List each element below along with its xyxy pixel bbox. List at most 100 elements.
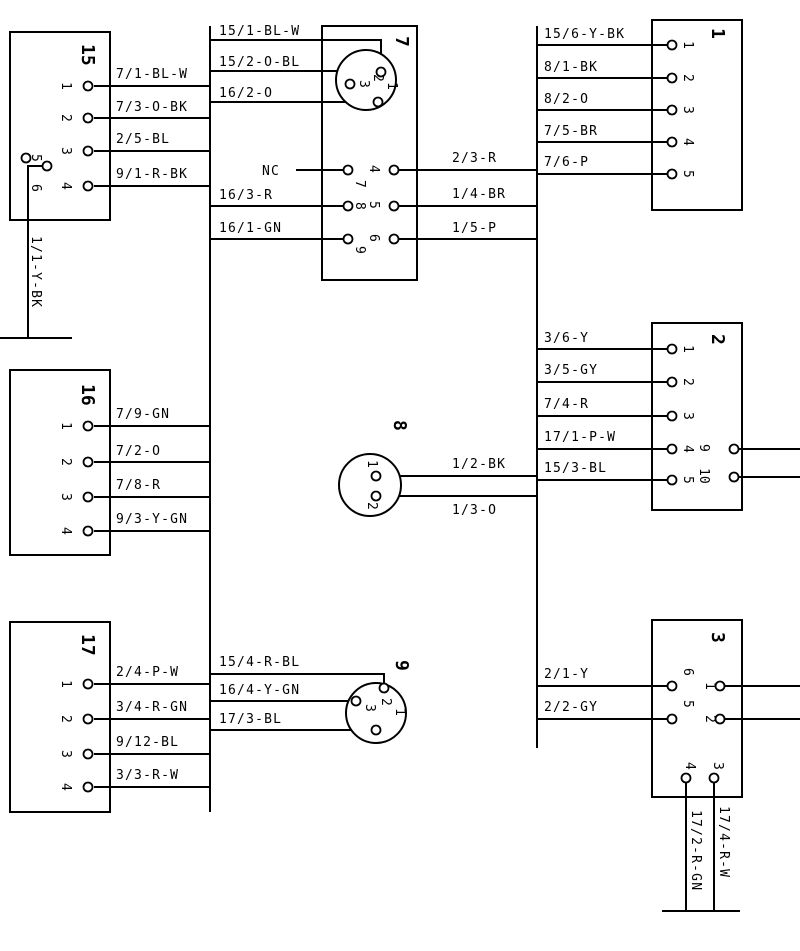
pin-label: 2 <box>58 114 73 122</box>
wire-line <box>210 673 385 684</box>
terminal <box>666 39 678 51</box>
wire-label: 7/3-O-BK <box>116 100 188 115</box>
pin-label: 2 <box>58 458 73 466</box>
nc-label: NC <box>262 164 280 179</box>
connector-15-box <box>9 31 111 221</box>
wire-lines <box>0 39 800 912</box>
wire-label: 2/5-BL <box>116 132 170 147</box>
terminal <box>82 456 94 468</box>
pin-label: 3 <box>58 750 73 758</box>
wire-label: 3/5-GY <box>544 363 598 378</box>
terminal <box>714 713 726 725</box>
wire-label: 17/2-R-GN <box>688 810 703 891</box>
wire-label: 16/3-R <box>219 188 273 203</box>
pin-label: 4 <box>366 165 381 173</box>
pin-label: 2 <box>378 698 393 706</box>
terminals <box>20 39 740 793</box>
connector-2-label: 2 <box>707 334 728 345</box>
pin-label: 2 <box>702 715 717 723</box>
pin-label: 1 <box>680 345 695 353</box>
wire-label: 8/2-O <box>544 92 589 107</box>
terminal <box>82 713 94 725</box>
pin-label: 2 <box>364 502 379 510</box>
pin-label: 3 <box>58 493 73 501</box>
pin-label: 5 <box>680 700 695 708</box>
terminal <box>666 104 678 116</box>
terminal <box>344 78 356 90</box>
terminal <box>82 748 94 760</box>
pin-label: 3 <box>710 762 725 770</box>
terminal <box>666 136 678 148</box>
pin-label: 2 <box>58 715 73 723</box>
terminal <box>82 491 94 503</box>
wire-label: 15/4-R-BL <box>219 655 300 670</box>
terminal <box>82 525 94 537</box>
pin-label: 2 <box>370 74 385 82</box>
connector-7-plug <box>335 49 397 111</box>
pin-label: 3 <box>680 412 695 420</box>
terminal <box>82 180 94 192</box>
terminal <box>714 680 726 692</box>
pin-label: 1 <box>58 680 73 688</box>
wire-label: 2/3-R <box>452 151 497 166</box>
pin-label: 6 <box>366 234 381 242</box>
wire-label: 17/4-R-W <box>716 806 731 878</box>
wire-label: 2/1-Y <box>544 667 589 682</box>
terminal <box>388 233 400 245</box>
wire-label: 2/4-P-W <box>116 665 179 680</box>
pin-label: 3 <box>362 704 377 712</box>
terminal <box>378 682 390 694</box>
wire-label: 15/3-BL <box>544 461 607 476</box>
pin-label: 1 <box>392 708 407 716</box>
pin-label: 10 <box>696 468 711 484</box>
terminal <box>342 200 354 212</box>
pin-numbers: 1 2 3 4 5 6 1 2 3 4 5 6 7 8 9 1 2 3 4 5 … <box>28 41 725 791</box>
terminal <box>666 474 678 486</box>
connector-numbers: 15 16 17 7 8 9 1 2 3 <box>77 28 728 671</box>
terminal <box>375 66 387 78</box>
pin-label: 4 <box>58 783 73 791</box>
terminal <box>666 443 678 455</box>
wire-label: 15/1-BL-W <box>219 24 300 39</box>
wire-label: 15/2-O-BL <box>219 55 300 70</box>
connector-16-label: 16 <box>77 384 98 406</box>
pin-label: 5 <box>680 170 695 178</box>
wire-label: 8/1-BK <box>544 60 598 75</box>
pin-label: 1 <box>58 422 73 430</box>
terminal <box>82 145 94 157</box>
connector-9-plug <box>345 682 407 744</box>
terminal <box>666 72 678 84</box>
wire-label: 7/9-GN <box>116 407 170 422</box>
wire-label: 17/1-P-W <box>544 430 616 445</box>
pin-label: 4 <box>682 762 697 770</box>
connector-3-box <box>651 619 743 798</box>
wire-label: 3/3-R-W <box>116 768 179 783</box>
pin-label: 1 <box>702 682 717 690</box>
wire-label: 2/2-GY <box>544 700 598 715</box>
connector-17-label: 17 <box>77 634 98 656</box>
pin-label: 6 <box>28 184 43 192</box>
pin-label: 1 <box>384 82 399 90</box>
wire-labels: 15/1-BL-W 15/2-O-BL 16/2-O NC 16/3-R 16/… <box>28 24 731 891</box>
terminal <box>82 80 94 92</box>
wire-label: 7/4-R <box>544 397 589 412</box>
connector-1-box <box>651 19 743 211</box>
terminal <box>388 200 400 212</box>
pin-label: 3 <box>58 147 73 155</box>
terminal <box>388 164 400 176</box>
connector-17-box <box>9 621 111 813</box>
wire-label: 7/8-R <box>116 478 161 493</box>
pin-label: 4 <box>58 527 73 535</box>
pin-label: 9 <box>352 246 367 254</box>
pin-label: 9 <box>696 444 711 452</box>
wire-label: 1/1-Y-BK <box>28 236 43 308</box>
wire-label: 16/2-O <box>219 86 273 101</box>
wire-label: 3/6-Y <box>544 331 589 346</box>
wire-label: 7/1-BL-W <box>116 67 188 82</box>
connector-3-label: 3 <box>707 632 728 643</box>
wire-label: 16/1-GN <box>219 221 282 236</box>
pin-label: 7 <box>352 180 367 188</box>
wire-label: 3/4-R-GN <box>116 700 188 715</box>
wire-label: 7/5-BR <box>544 124 598 139</box>
